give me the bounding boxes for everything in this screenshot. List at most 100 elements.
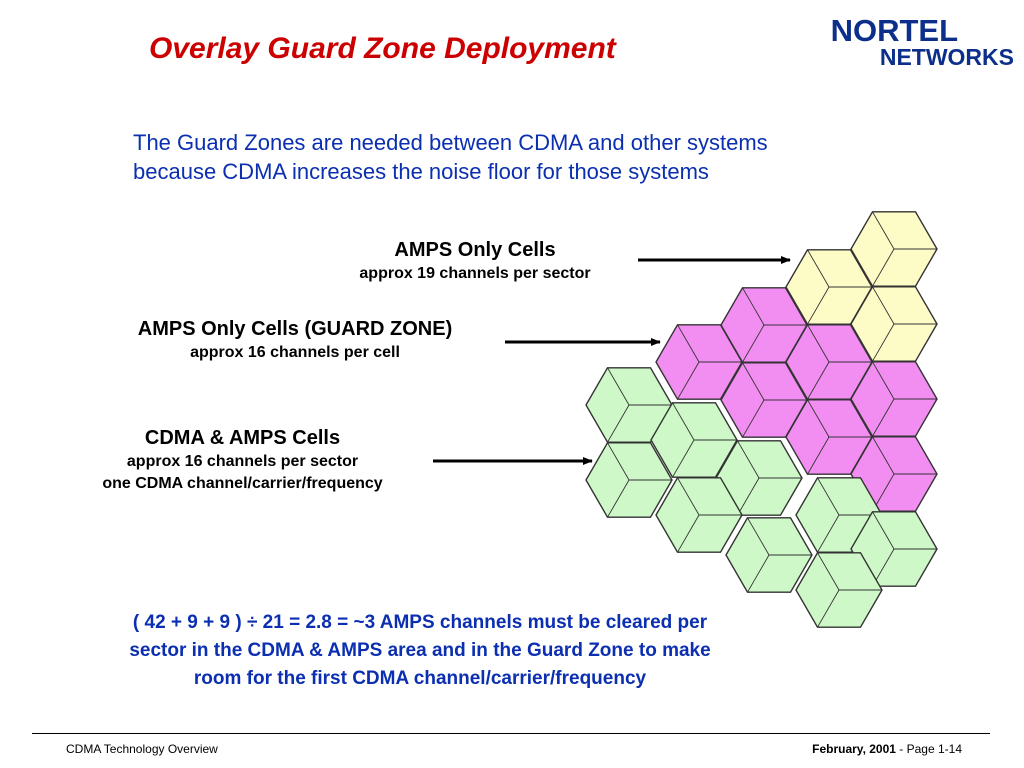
sector-divider — [677, 324, 700, 363]
cell-guard-zone — [720, 287, 808, 363]
cell-hexagon — [795, 477, 883, 553]
calculation-line-1: ( 42 + 9 + 9 ) ÷ 21 = 2.8 = ~3 AMPS chan… — [132, 612, 708, 633]
guard-zone-title: AMPS Only Cells (GUARD ZONE) — [137, 318, 453, 340]
cell-hexagon — [850, 211, 938, 287]
hex-cell-cluster — [585, 211, 938, 628]
footer-divider — [32, 733, 990, 734]
cell-hexagon — [720, 287, 808, 363]
sector-divider — [742, 324, 765, 363]
cell-hexagon — [850, 436, 938, 512]
sector-divider — [607, 442, 630, 481]
cell-hexagon — [850, 511, 938, 587]
sector-divider — [872, 436, 895, 475]
cell-hexagon — [725, 517, 813, 593]
sector-divider — [807, 399, 830, 438]
cell-cdma-amps — [850, 511, 938, 587]
amps-only-label: AMPS Only Cells approx 19 channels per s… — [330, 237, 620, 285]
sector-divider — [872, 398, 895, 437]
sector-divider — [872, 361, 895, 400]
sector-divider — [872, 211, 895, 250]
cell-hexagon — [720, 362, 808, 438]
footer-page-info: February, 2001 - Page 1-14 — [740, 741, 962, 757]
cell-cdma-amps — [795, 552, 883, 628]
logo-line-networks: NETWORKS — [879, 44, 1014, 70]
sector-divider — [607, 479, 630, 518]
logo-line-nortel: NORTEL — [830, 13, 958, 48]
sector-divider — [872, 548, 895, 587]
cell-amps-only — [850, 286, 938, 362]
nortel-networks-logo: NORTEL NETWORKS — [828, 13, 1014, 71]
sector-divider — [607, 367, 630, 406]
footer-page-number: Page 1-14 — [906, 742, 962, 756]
cell-cdma-amps — [725, 517, 813, 593]
slide-title: Overlay Guard Zone Deployment — [149, 32, 616, 65]
cell-hexagon — [585, 367, 673, 443]
sector-divider — [737, 477, 760, 516]
cell-guard-zone — [785, 399, 873, 475]
intro-line-1: The Guard Zones are needed between CDMA … — [133, 130, 768, 155]
cell-guard-zone — [720, 362, 808, 438]
cell-hexagon — [850, 286, 938, 362]
cell-hexagon — [785, 249, 873, 325]
sector-divider — [807, 286, 830, 325]
intro-line-2: because CDMA increases the noise floor f… — [133, 159, 709, 184]
calculation-line-2: sector in the CDMA & AMPS area and in th… — [129, 640, 711, 661]
sector-divider — [817, 514, 840, 553]
cell-hexagon — [655, 324, 743, 400]
cell-cdma-amps — [795, 477, 883, 553]
sector-divider — [747, 554, 770, 593]
channel-calculation: ( 42 + 9 + 9 ) ÷ 21 = 2.8 = ~3 AMPS chan… — [60, 609, 780, 693]
sector-divider — [872, 511, 895, 550]
cell-guard-zone — [655, 324, 743, 400]
intro-text: The Guard Zones are needed between CDMA … — [133, 128, 913, 186]
sector-divider — [817, 589, 840, 628]
cell-hexagon — [655, 477, 743, 553]
cell-guard-zone — [850, 436, 938, 512]
sector-divider — [872, 473, 895, 512]
cell-cdma-amps — [585, 442, 673, 518]
amps-only-title: AMPS Only Cells — [394, 239, 556, 261]
sector-divider — [742, 362, 765, 401]
sector-divider — [807, 436, 830, 475]
cdma-amps-title: CDMA & AMPS Cells — [144, 427, 341, 449]
sector-divider — [747, 517, 770, 556]
sector-divider — [607, 404, 630, 443]
cell-amps-only — [850, 211, 938, 287]
sector-divider — [742, 399, 765, 438]
calculation-line-3: room for the first CDMA channel/carrier/… — [193, 668, 647, 689]
footer-separator: - — [895, 742, 907, 756]
cdma-amps-detail-2: one CDMA channel/carrier/frequency — [102, 475, 383, 492]
cell-cdma-amps — [715, 440, 803, 516]
sector-divider — [807, 324, 830, 363]
cell-guard-zone — [850, 361, 938, 437]
cell-hexagon — [585, 442, 673, 518]
cell-hexagon — [785, 399, 873, 475]
sector-divider — [677, 361, 700, 400]
sector-divider — [742, 287, 765, 326]
sector-divider — [677, 514, 700, 553]
sector-divider — [872, 286, 895, 325]
cell-cdma-amps — [650, 402, 738, 478]
cell-hexagon — [715, 440, 803, 516]
amps-only-detail: approx 19 channels per sector — [359, 265, 591, 282]
sector-divider — [817, 552, 840, 591]
sector-divider — [672, 402, 695, 441]
sector-divider — [672, 439, 695, 478]
guard-zone-label: AMPS Only Cells (GUARD ZONE) approx 16 c… — [80, 316, 510, 364]
cell-cdma-amps — [655, 477, 743, 553]
cell-amps-only — [785, 249, 873, 325]
footer-date: February, 2001 — [812, 742, 896, 756]
cell-hexagon — [795, 552, 883, 628]
guard-zone-detail: approx 16 channels per cell — [190, 344, 400, 361]
sector-divider — [807, 361, 830, 400]
cdma-amps-detail-1: approx 16 channels per sector — [126, 453, 359, 470]
cdma-amps-label: CDMA & AMPS Cells approx 16 channels per… — [55, 425, 430, 495]
cell-hexagon — [850, 361, 938, 437]
sector-divider — [737, 440, 760, 479]
sector-divider — [807, 249, 830, 288]
sector-divider — [677, 477, 700, 516]
footer-course-title: CDMA Technology Overview — [66, 742, 218, 756]
cell-hexagon — [785, 324, 873, 400]
sector-divider — [872, 323, 895, 362]
cell-hexagon — [650, 402, 738, 478]
